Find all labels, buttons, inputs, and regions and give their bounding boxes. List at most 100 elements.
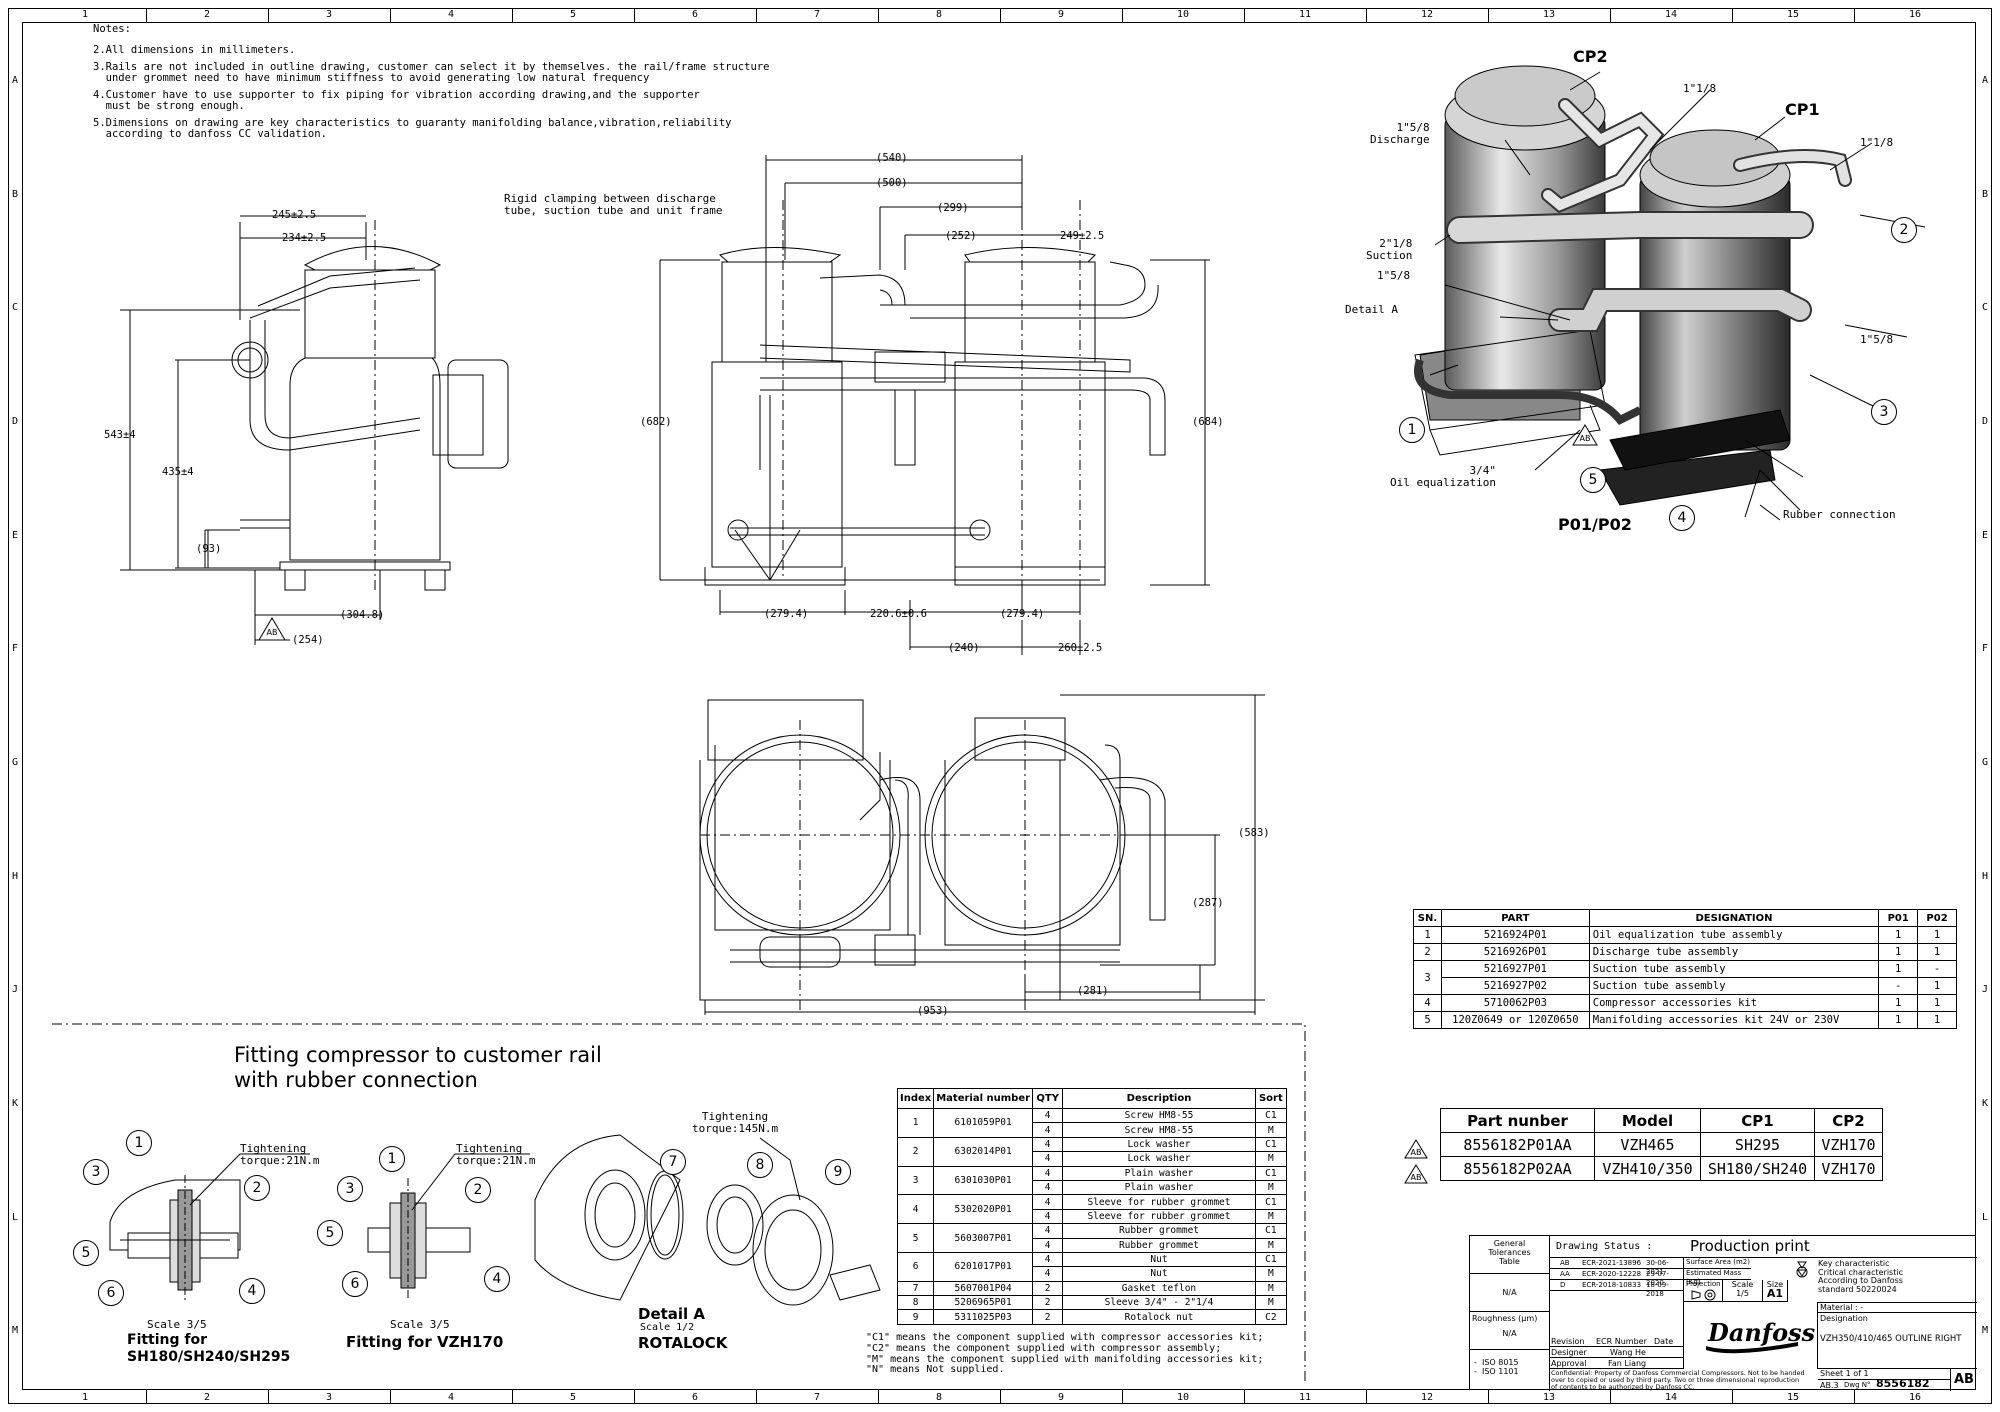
material-sort: C1 (1254, 1194, 1288, 1210)
fitting-balloon-1: 1 (126, 1130, 152, 1156)
dim-304-8: (304.8) (340, 609, 385, 621)
zone-row-label: K (11, 1097, 19, 1109)
fitting-sh-detail (109, 1153, 310, 1300)
parts-part: 5710062P03 (1440, 994, 1590, 1012)
zone-row-label: A (11, 74, 19, 86)
dim-299: (299) (937, 202, 969, 214)
zone-tick (1610, 1390, 1611, 1404)
sheet-border-inner (22, 22, 1976, 1390)
material-index: 2 (896, 1136, 935, 1167)
zone-column-label: 10 (1176, 9, 1190, 20)
dim-220-6: 220.6±0.6 (870, 608, 927, 620)
zone-tick (634, 1390, 635, 1404)
revision-label: AB (266, 628, 278, 637)
revision-triangle-iso: AB (1572, 424, 1598, 446)
designation-cell: Designation VZH350/410/465 OUTLINE RIGHT (1818, 1313, 1977, 1369)
material-footnotes: "C1" means the component supplied with c… (866, 1332, 1263, 1376)
zone-column-label: 6 (691, 1392, 699, 1403)
torque-21-vzh: Tightening torque:21N.m (456, 1142, 536, 1167)
dim-684: (684) (1192, 416, 1224, 428)
zone-column-label: 7 (813, 9, 821, 20)
zone-tick (146, 8, 147, 22)
zone-row-label: H (11, 870, 19, 882)
revision-code: AB (1560, 1259, 1570, 1267)
balloon-3: 3 (1871, 399, 1897, 425)
confidential-note: Confidential: Property of Danfoss Commer… (1551, 1369, 1805, 1391)
material-description: Plain washer (1062, 1179, 1256, 1196)
material-qty: 2 (1032, 1309, 1064, 1325)
parts-p02: 1 (1917, 994, 1957, 1012)
fitting-balloon-1: 1 (379, 1146, 405, 1172)
revision-code: D (1560, 1281, 1566, 1289)
material-sort: M (1254, 1179, 1288, 1196)
revision-triangle-side: AB (258, 617, 286, 641)
zone-tick (1732, 1390, 1733, 1404)
material-index: 7 (896, 1280, 935, 1297)
zone-tick (390, 8, 391, 22)
model-revision-triangle: AB (1404, 1139, 1428, 1159)
zone-tick (1366, 8, 1367, 22)
material-description: Rubber grommet (1062, 1237, 1256, 1253)
dim-260: 260±2.5 (1058, 642, 1103, 654)
material-index: 6 (896, 1251, 935, 1282)
material-index: 4 (896, 1194, 935, 1225)
fitting-title-line1: Fitting compressor to customer rail (234, 1043, 602, 1067)
parts-p01: 1 (1878, 943, 1919, 961)
mat-header-qty: QTY (1032, 1088, 1064, 1109)
dim-279-4-right: (279.4) (1000, 608, 1045, 620)
size-118-cp2: 1"1/8 (1683, 82, 1717, 95)
zone-column-label: 16 (1908, 9, 1922, 20)
model-part: 8556182P02AA (1440, 1156, 1595, 1181)
model-cp2: VZH170 (1814, 1156, 1883, 1181)
zone-column-label: 4 (447, 9, 455, 20)
sheet-count: Sheet 1 of 1 (1818, 1369, 1950, 1380)
zone-column-label: 8 (935, 1392, 943, 1403)
model-part: 8556182P01AA (1440, 1132, 1595, 1157)
balloon-2: 2 (1891, 217, 1917, 243)
parts-part: 5216926P01 (1440, 943, 1590, 961)
parts-p01: 1 (1878, 926, 1919, 944)
material-label: Material : - (1818, 1302, 1977, 1313)
footnote-n: "N" means Not supplied. (866, 1364, 1005, 1376)
material-sort: M (1254, 1266, 1288, 1282)
zone-tick (756, 1390, 757, 1404)
zone-column-label: 11 (1298, 1392, 1312, 1403)
suction-label: 2"1/8 Suction (1366, 237, 1413, 262)
model-header-model: Model (1594, 1108, 1701, 1133)
zone-column-label: 1 (81, 1392, 89, 1403)
oil-equalization-label: 3/4" Oil equalization (1390, 464, 1496, 489)
dim-245: 245±2.5 (272, 209, 317, 221)
model-revision-triangle: AB (1404, 1164, 1428, 1184)
dwg-number: 8556182 (1876, 1377, 1930, 1390)
material-description: Rotalock nut (1062, 1309, 1256, 1325)
material-sort: M (1254, 1122, 1288, 1138)
zone-tick (268, 1390, 269, 1404)
zone-row-label: F (1981, 643, 1989, 655)
revision-date: 30-06-2021 (1646, 1259, 1669, 1276)
parts-designation: Suction tube assembly (1588, 960, 1880, 978)
parts-designation: Discharge tube assembly (1588, 943, 1880, 961)
detail-a-caption: Detail A (638, 1305, 706, 1323)
material-description: Sleeve 3/4" - 2"1/4 (1062, 1295, 1256, 1311)
material-sort: M (1254, 1295, 1288, 1311)
discharge-label: 1"5/8 Discharge (1370, 121, 1430, 146)
projection-label: Projection (1686, 1280, 1721, 1288)
zone-tick (1854, 8, 1855, 22)
zone-row-label: M (1981, 1325, 1989, 1337)
zone-column-label: 6 (691, 9, 699, 20)
note-2: 2.All dimensions in millimeters. (93, 44, 296, 56)
iso-view-drawing (1414, 65, 1926, 521)
approval-label: Approval (1551, 1359, 1587, 1368)
material-sort: C1 (1254, 1136, 1288, 1153)
material-number: 5311025P03 (933, 1309, 1034, 1325)
zone-column-label: 9 (1057, 1392, 1065, 1403)
zone-tick (512, 1390, 513, 1404)
material-qty: 4 (1032, 1122, 1064, 1138)
parts-part: 5216924P01 (1440, 926, 1590, 944)
